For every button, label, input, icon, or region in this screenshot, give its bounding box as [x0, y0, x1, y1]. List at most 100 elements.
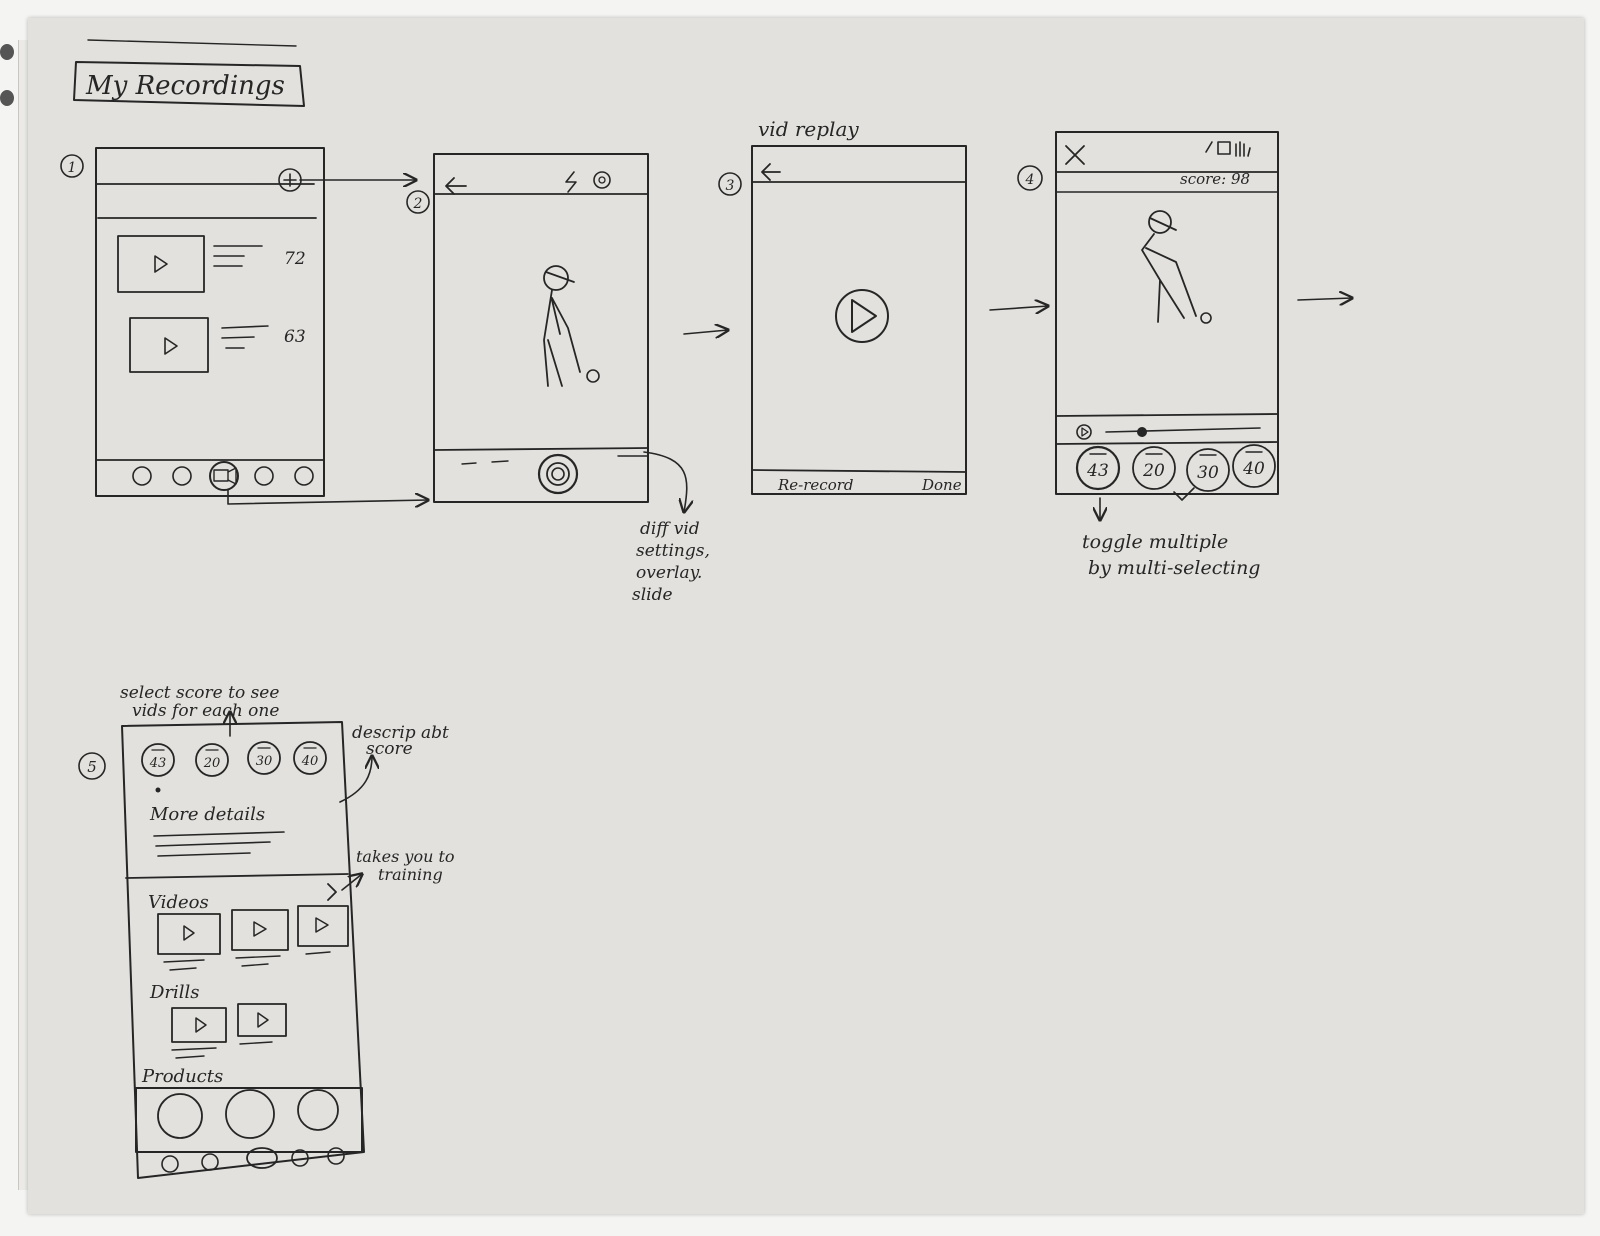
recording-score: 63: [284, 327, 306, 347]
record-tab-icon[interactable]: [209, 461, 239, 491]
annotation-multi-select: toggle multiple by multi-selecting: [1082, 531, 1260, 579]
golfer-figure: [1141, 210, 1212, 324]
svg-text:toggle multiple: toggle multiple: [1082, 531, 1228, 553]
nav-tab-icon[interactable]: [327, 1147, 345, 1165]
svg-text:diff vid: diff vid: [640, 519, 700, 539]
step-number: 3: [726, 178, 735, 194]
nav-tab-icon[interactable]: [132, 466, 152, 486]
drill-thumbnail[interactable]: [171, 1007, 227, 1043]
golfer-figure: [543, 265, 600, 387]
score-chip[interactable]: 30: [1186, 448, 1230, 492]
play-icon: [315, 917, 329, 933]
screen-1-my-recordings: 1 72 63: [60, 147, 428, 504]
svg-text:select score to see: select score to see: [120, 683, 279, 703]
svg-text:30: 30: [256, 754, 273, 769]
step-number: 2: [413, 196, 423, 212]
settings-gear-icon[interactable]: [593, 171, 611, 189]
title-box: My Recordings: [73, 39, 305, 107]
annotation-video-settings: diff vid settings, overlay. slide: [632, 519, 710, 605]
video-thumbnail[interactable]: [157, 913, 221, 955]
step-marker: [78, 752, 106, 780]
svg-text:20: 20: [203, 756, 221, 771]
screen-5-score-details: select score to see vids for each one 5 …: [78, 683, 455, 1179]
nav-tab-icon[interactable]: [161, 1155, 179, 1173]
product-item[interactable]: [157, 1093, 203, 1139]
svg-text:40: 40: [1242, 459, 1265, 479]
shape-tool-icon[interactable]: [1217, 141, 1231, 155]
play-icon[interactable]: [1076, 424, 1092, 440]
svg-text:vids for each one: vids for each one: [132, 701, 279, 721]
video-thumbnail[interactable]: [297, 905, 349, 947]
play-icon: [154, 255, 168, 273]
nav-tab-icon[interactable]: [291, 1149, 309, 1167]
scrubber-track[interactable]: [1105, 427, 1261, 433]
annotation-arrow: [643, 451, 687, 512]
score-chip[interactable]: 40: [293, 741, 327, 775]
annotation-descrip-score: descrip abt score: [352, 723, 449, 759]
more-details-label: More details: [149, 804, 265, 825]
phone-frame: [751, 145, 967, 495]
recording-score: 72: [284, 249, 306, 269]
draw-tool-icon[interactable]: [1205, 141, 1213, 153]
product-item[interactable]: [297, 1089, 339, 1131]
play-icon: [195, 1017, 207, 1033]
play-icon: [257, 1012, 269, 1028]
products-carousel[interactable]: [135, 1087, 363, 1153]
nav-tab-icon[interactable]: [172, 466, 192, 486]
svg-text:descrip abt: descrip abt: [352, 723, 449, 743]
score-chip[interactable]: 20: [1132, 446, 1176, 490]
svg-text:43: 43: [149, 756, 167, 771]
drill-thumbnail[interactable]: [237, 1003, 287, 1037]
screen-4-score-review: 4 score: 98 43 20: [1017, 131, 1352, 579]
nav-tab-icon[interactable]: [254, 466, 274, 486]
back-arrow-icon[interactable]: [761, 163, 781, 181]
video-thumbnail[interactable]: [129, 317, 209, 373]
annotation-arrow: [341, 874, 362, 891]
record-button[interactable]: [537, 453, 579, 495]
phone-frame: [433, 153, 649, 503]
record-tab-icon[interactable]: [246, 1147, 278, 1169]
done-button[interactable]: Done: [921, 476, 962, 494]
step-number: 1: [68, 160, 77, 176]
chevron-right-icon[interactable]: [327, 883, 337, 901]
flow-arrow: [227, 489, 428, 504]
score-chip[interactable]: 30: [247, 741, 281, 775]
score-chip[interactable]: 43: [141, 743, 175, 777]
flow-arrow: [1297, 298, 1352, 300]
step-marker: [718, 172, 742, 196]
screen-label: vid replay: [758, 117, 859, 141]
play-icon: [183, 925, 195, 941]
selected-indicator: [155, 787, 161, 793]
back-arrow-icon[interactable]: [445, 177, 467, 195]
score-chip[interactable]: 43: [1075, 445, 1121, 491]
product-item[interactable]: [225, 1089, 275, 1139]
phone-frame: [121, 721, 365, 1179]
scrubber-handle[interactable]: [1137, 427, 1147, 437]
video-thumbnail[interactable]: [117, 235, 205, 293]
page-title: My Recordings: [85, 71, 285, 101]
score-chip[interactable]: 20: [195, 743, 229, 777]
svg-text:20: 20: [1142, 461, 1165, 481]
score-chip[interactable]: 40: [1232, 444, 1276, 488]
hand-tool-icon[interactable]: [1235, 141, 1251, 157]
svg-text:training: training: [378, 865, 443, 884]
play-icon: [164, 337, 178, 355]
drills-section-label: Drills: [149, 982, 200, 1003]
step-marker: [60, 154, 84, 178]
binder-hole: [0, 90, 14, 106]
svg-text:takes you to: takes you to: [356, 847, 455, 866]
close-icon[interactable]: [1065, 145, 1085, 165]
video-thumbnail[interactable]: [231, 909, 289, 951]
phone-frame: [1055, 131, 1279, 495]
videos-section-label: Videos: [148, 892, 209, 913]
screen-2-record: 2 diff vid settings, overlay. slide: [406, 153, 728, 605]
flash-icon[interactable]: [565, 171, 577, 193]
step-marker: [406, 190, 430, 214]
play-button[interactable]: [835, 289, 889, 343]
check-icon: [1173, 487, 1195, 501]
re-record-button[interactable]: Re-record: [777, 476, 854, 494]
nav-tab-icon[interactable]: [201, 1153, 219, 1171]
nav-tab-icon[interactable]: [294, 466, 314, 486]
svg-text:by multi-selecting: by multi-selecting: [1088, 557, 1260, 579]
